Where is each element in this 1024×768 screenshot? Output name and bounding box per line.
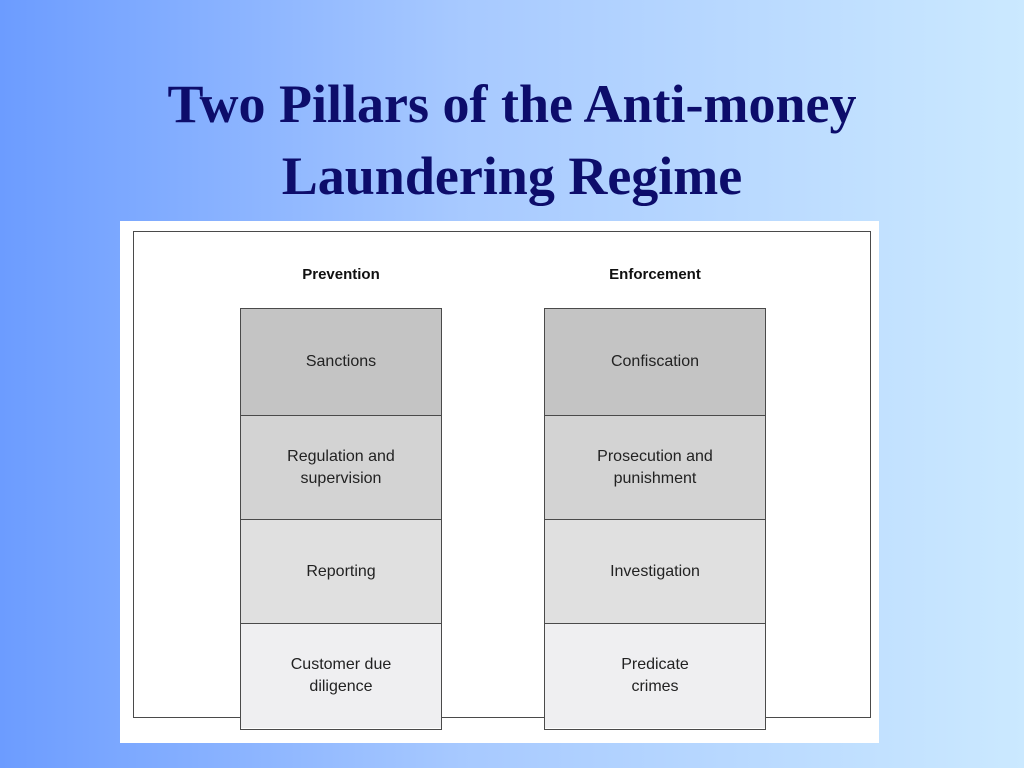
prevention-heading: Prevention xyxy=(302,266,380,283)
slide-title: Two Pillars of the Anti-money Laundering… xyxy=(0,68,1024,212)
prevention-cell-due-diligence: Customer due diligence xyxy=(241,624,441,728)
enforcement-cell-predicate-crimes: Predicate crimes xyxy=(545,624,765,728)
prevention-pillar: Sanctions Regulation and supervision Rep… xyxy=(240,308,442,730)
slide-title-line-2: Laundering Regime xyxy=(281,146,743,206)
prevention-cell-regulation: Regulation and supervision xyxy=(241,416,441,520)
prevention-cell-reporting: Reporting xyxy=(241,520,441,624)
enforcement-cell-prosecution: Prosecution and punishment xyxy=(545,416,765,520)
figure-frame: Prevention Sanctions Regulation and supe… xyxy=(133,231,871,730)
prevention-cell-sanctions: Sanctions xyxy=(241,309,441,416)
enforcement-cell-confiscation: Confiscation xyxy=(545,309,765,416)
enforcement-pillar: Confiscation Prosecution and punishment … xyxy=(544,308,766,730)
slide-title-line-1: Two Pillars of the Anti-money xyxy=(167,74,857,134)
pillars-figure: Prevention Sanctions Regulation and supe… xyxy=(120,221,879,743)
enforcement-cell-investigation: Investigation xyxy=(545,520,765,624)
enforcement-heading: Enforcement xyxy=(609,266,701,283)
